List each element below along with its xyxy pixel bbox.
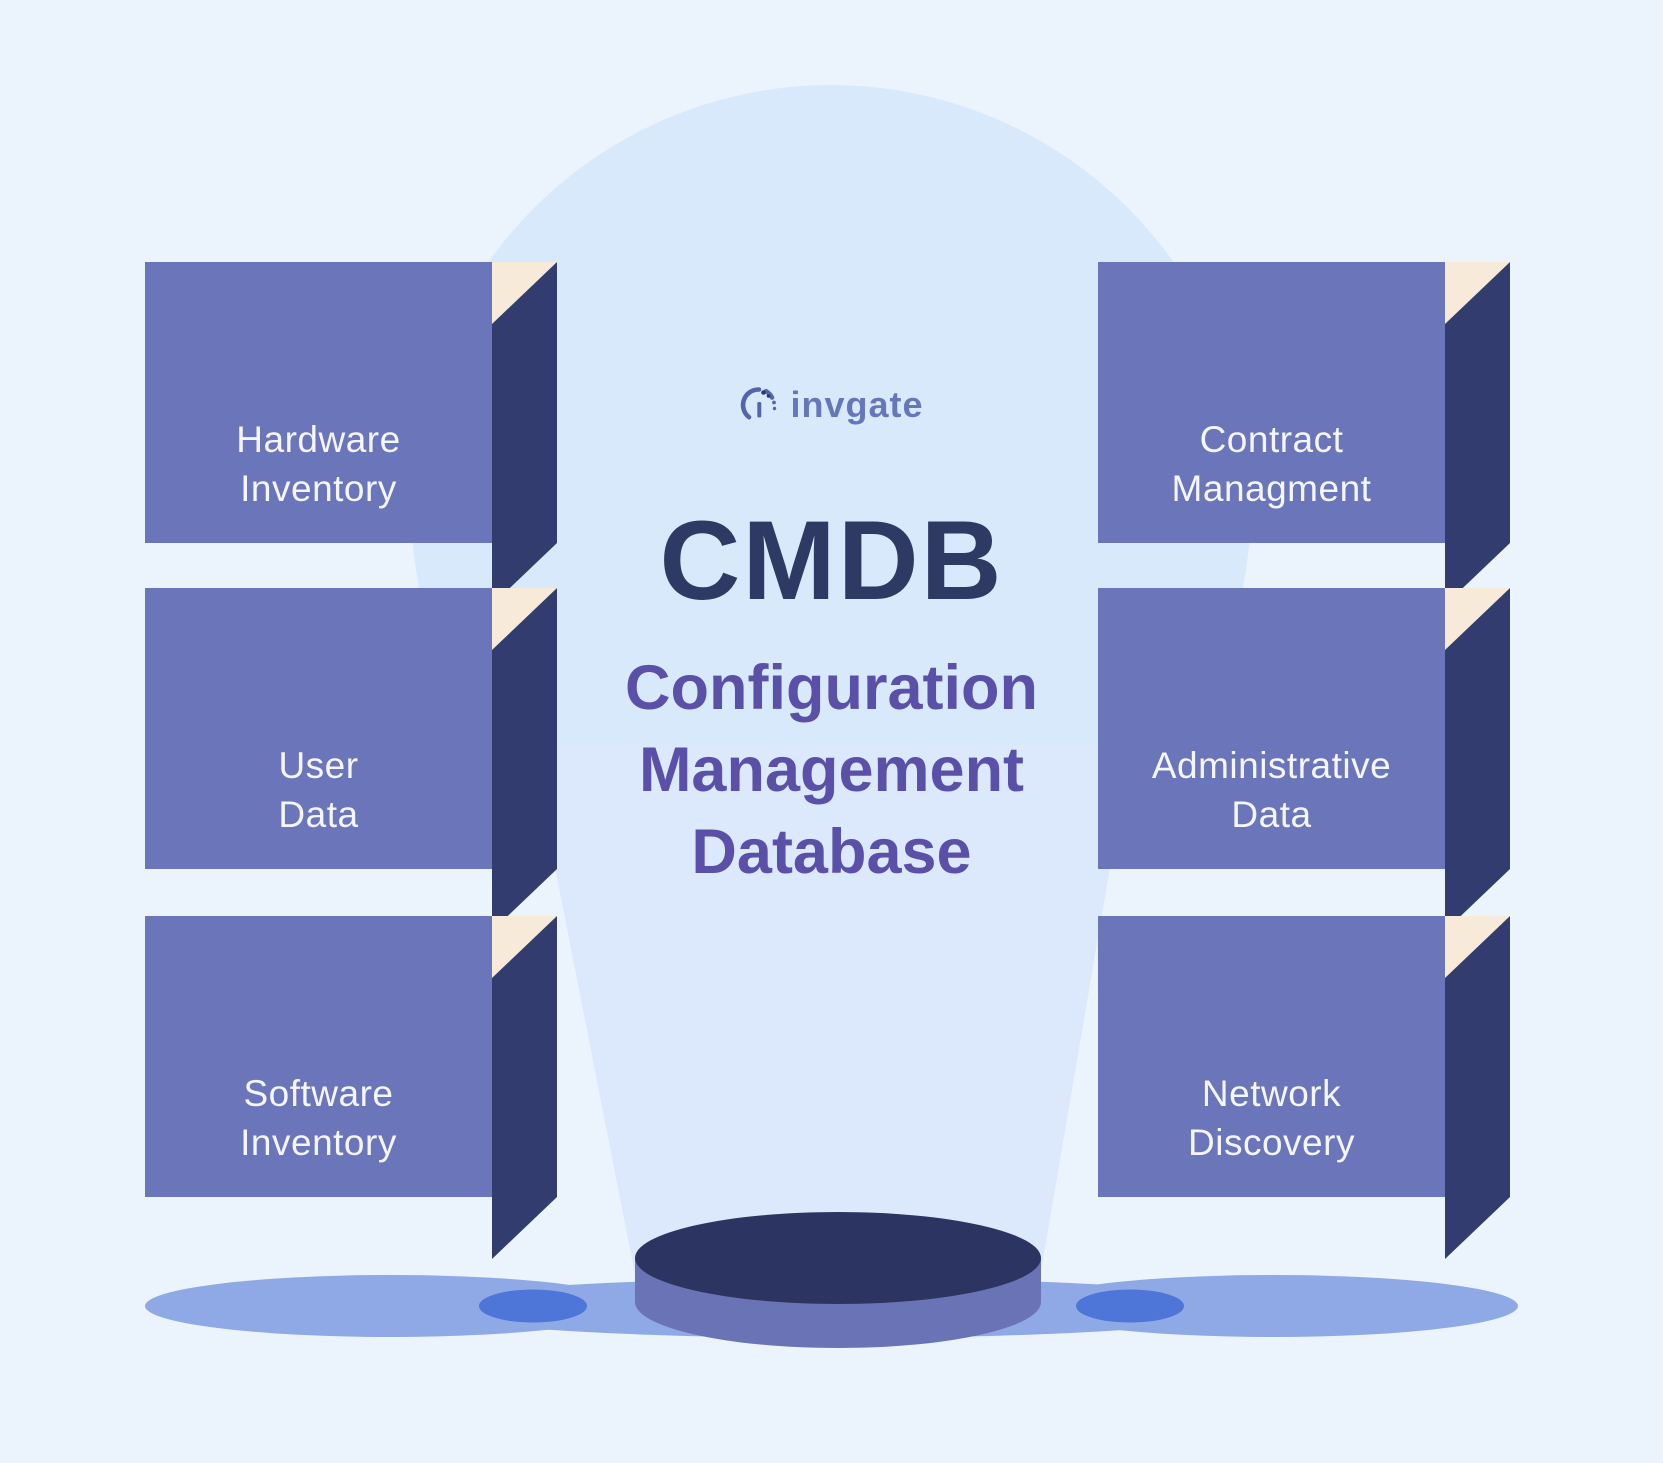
cube-label-user-data: User Data [278, 745, 359, 835]
cube-label-software-inventory: Software Inventory [240, 1073, 397, 1163]
brand-logo-text: invgate [790, 384, 924, 425]
spotlight-beam [531, 745, 1131, 1300]
cube-front-face [145, 588, 492, 869]
cube-label-network-discovery: Network Discovery [1188, 1073, 1355, 1163]
cube-software-inventory: Software Inventory [145, 916, 557, 1259]
podium [635, 1212, 1041, 1348]
cube-front-face [1098, 916, 1445, 1197]
cube-front-face [1098, 262, 1445, 543]
cube-user-data: User Data [145, 588, 557, 931]
center-title-block: invgate CMDB Configuration Management Da… [452, 383, 1212, 893]
brand-logo: invgate [452, 383, 1212, 427]
cube-hardware-inventory: Hardware Inventory [145, 262, 557, 605]
page-subtitle: Configuration Management Database [625, 653, 1038, 887]
cube-label-hardware-inventory: Hardware Inventory [236, 419, 401, 509]
cube-front-face [145, 916, 492, 1197]
backdrop-circle [411, 85, 1251, 925]
cube-front-face [145, 262, 492, 543]
page-title: CMDB [659, 498, 1004, 623]
podium-top [635, 1212, 1041, 1304]
cube-label-contract-management: Contract Managment [1171, 419, 1372, 509]
cube-side-face [1445, 588, 1510, 931]
cube-contract-management: Contract Managment [1098, 262, 1510, 605]
cube-label-administrative-data: Administrative Data [1151, 745, 1392, 835]
cube-side-face [1445, 916, 1510, 1259]
ground-dot-left [479, 1289, 587, 1323]
cube-network-discovery: Network Discovery [1098, 916, 1510, 1259]
cube-side-face [1445, 262, 1510, 605]
cube-administrative-data: Administrative Data [1098, 588, 1510, 931]
cube-side-face [492, 262, 557, 605]
invgate-ring-icon [741, 387, 777, 420]
cube-front-face [1098, 588, 1445, 869]
cube-side-face [492, 916, 557, 1259]
cube-side-face [492, 588, 557, 931]
ground-dot-right [1076, 1289, 1184, 1323]
